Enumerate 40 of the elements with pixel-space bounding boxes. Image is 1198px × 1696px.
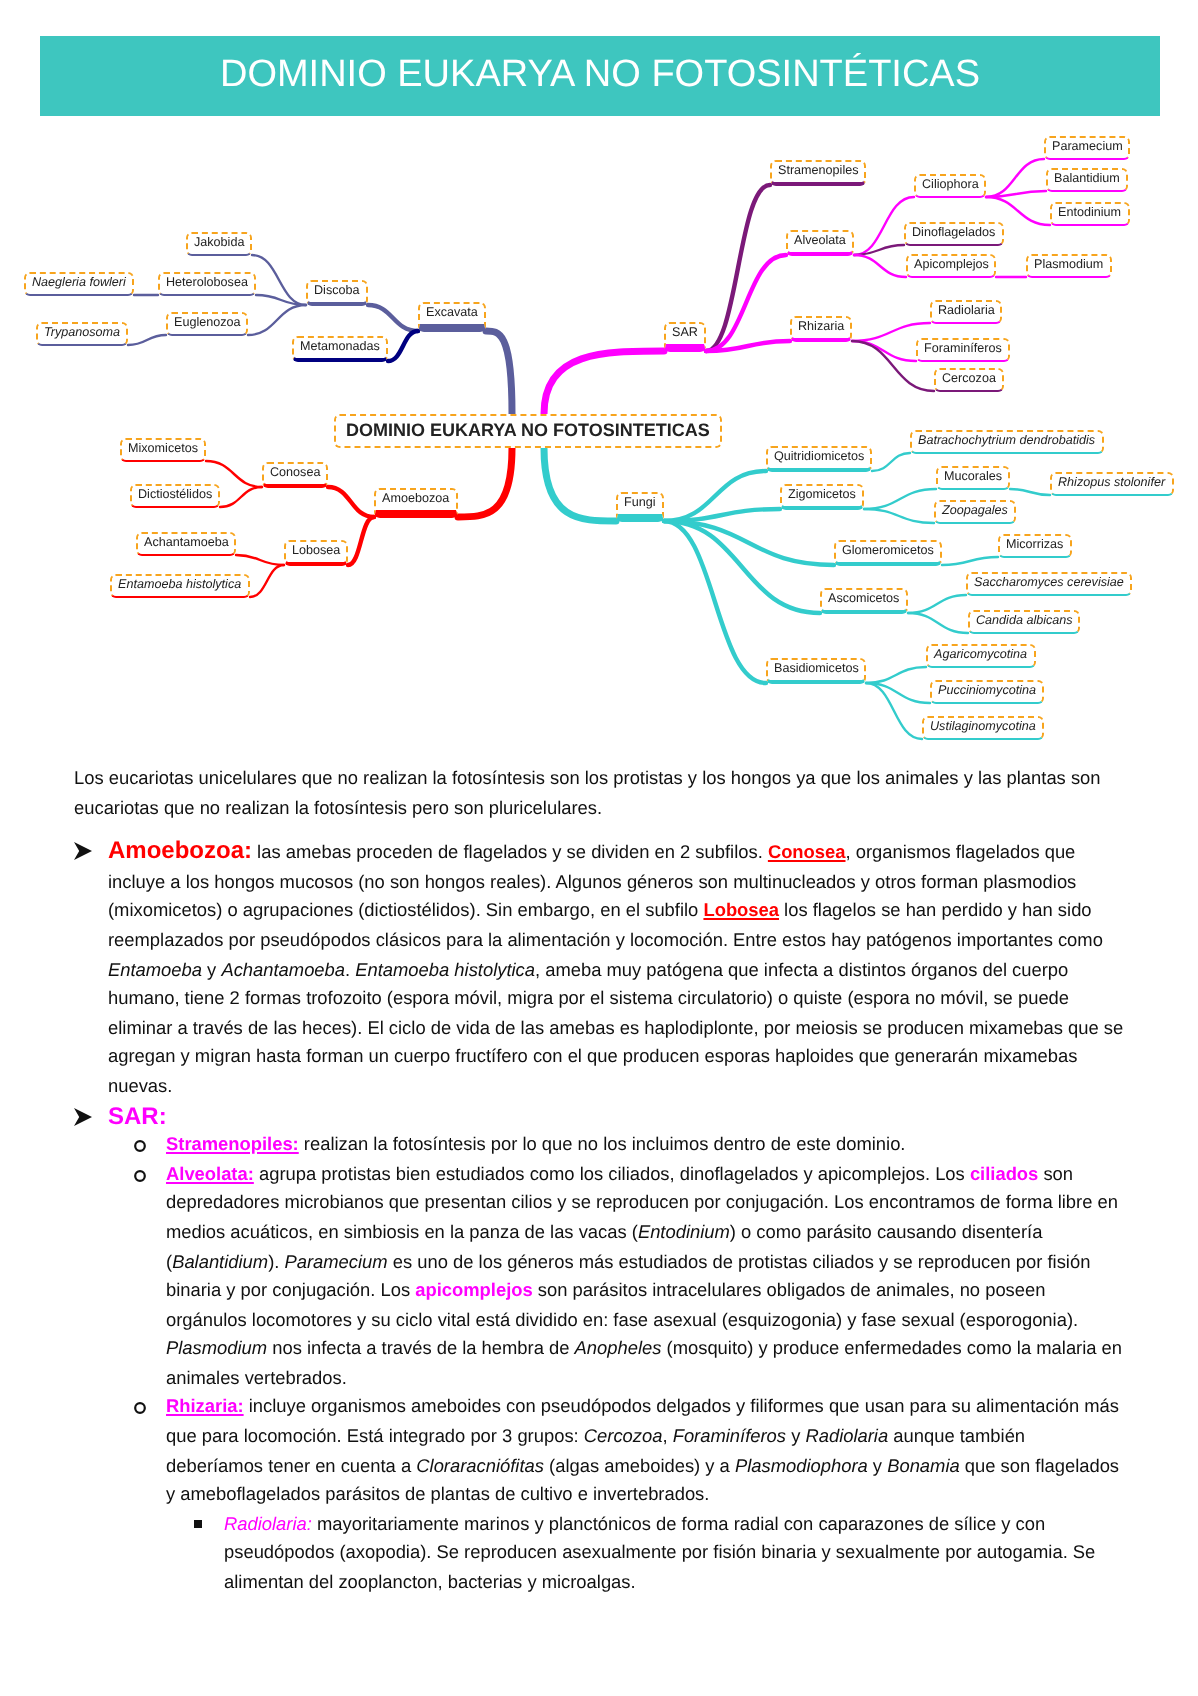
paragraph: Los eucariotas unicelulares que no realizan la fotosíntesis son los protistas y los hongos ya que los animales y las plantas son eucariotas que no realizan la fotosíntesis pero son pluricelulares.	[74, 766, 1103, 822]
branch-line	[250, 253, 308, 307]
branch-line	[325, 484, 377, 520]
branch-line	[248, 563, 286, 599]
branch-line	[454, 444, 516, 521]
branch-line	[852, 195, 916, 257]
branch-line	[540, 444, 620, 525]
list-item-text: Alveolata: agrupa protistas bien estudiados como los ciliados, dinoflagelados y apicomplejos. Los ciliados son depredadores microbianos que presentan cilios y se reproducen por conjugación. Los encontramos de forma libre en medios acuáticos, en simbiosis en la panza de las vacas (Entodinium) o como parásito causando disentería (Balantidium). Paramecium es uno de los géneros más estudiados de protistas ciliados y se reproducen por fisión binaria y por conjugación. Los apicomplejos son parásitos intracelulares obligados de animales, no poseen orgánulos locomotores y su ciclo vital está dividido en: fase asexual (esquizogonia) y fase sexual (esporogonia). Plasmodium nos infecta a través de la hembra de Anopheles (mosquito) y produce enfermedades como la malaria en animales vertebrados.	[166, 1161, 1124, 1392]
branch-line	[984, 157, 1046, 199]
branch-line	[246, 303, 308, 337]
branch-line	[661, 518, 769, 686]
section-heading: SAR:	[108, 1101, 169, 1131]
branch-line	[385, 328, 421, 364]
branch-line	[218, 485, 264, 509]
branch-line	[345, 514, 377, 568]
branch-line	[984, 195, 1052, 227]
branch-line	[703, 252, 789, 354]
branch-line	[864, 665, 928, 685]
list-item-text: Radiolaria: mayoritariamente marinos y planctónicos de forma radial con caparazones de sílice y con pseudópodos (axopodia). Se reproducen asexualmente por fisión binaria y sexualmente por autogamia. Se alimentan del zooplancton, bacterias y microalgas.	[224, 1511, 1098, 1597]
branch-line	[940, 555, 1000, 567]
branch-line	[864, 681, 924, 741]
branch-line	[482, 327, 516, 418]
central-topic-box: DOMINIO EUKARYA NO FOTOSINTETICAS	[334, 413, 722, 447]
branch-line	[906, 593, 968, 615]
branch-line	[906, 611, 970, 635]
branch-line	[850, 339, 936, 393]
branch-line	[703, 338, 793, 354]
branch-line	[870, 451, 912, 473]
branch-line	[862, 507, 936, 525]
branch-line	[234, 553, 286, 567]
branch-line	[540, 347, 668, 418]
list-item-text: Amoebozoa: las amebas proceden de flagelados y se dividen en 2 subfilos. Conosea, organismos flagelados que incluye a los hongos mucosos (no son hongos reales). Algunos géneros son multinucleados y otros forman plasmodios (mixomicetos) o agrupaciones (dictiostélidos). Sin embargo, en el subfilo Lobosea los flagelos se han perdido y han sido reemplazados por pseudópodos clásicos para la alimentación y locomoción. Entre estos hay patógenos importantes como Entamoeba y Achantamoeba. Entamoeba histolytica, ameba muy patógena que infecta a distintos órganos del cuerpo humano, tiene 2 formas trofozoito (espora móvil, migra por el sistema circulatorio) o quiste (espora no móvil, se puede eliminar a través de las heces). El ciclo de vida de las amebas es haplodiplonte, por meiosis se producen mixamebas que se agregan y migran hasta forman un cuerpo fructífero con el que producen esporas haploides que generarán mixamebas nuevas.	[108, 836, 1124, 1100]
branch-line	[132, 293, 160, 297]
title-banner: DOMINIO EUKARYA NO FOTOSINTÉTICAS	[40, 36, 1160, 116]
branch-line	[994, 275, 1028, 279]
list-item-text: Rhizaria: incluye organismos ameboides con pseudópodos delgados y filiformes que usan para su alimentación más que para locomoción. Está integrado por 3 grupos: Cercozoa, Foraminíferos y Radiolaria aunque también deberíamos tener en cuenta a Cloraracniófitas (algas ameboides) y a Plasmodiophora y Bonamia que son flagelados y ameboflagelados parásitos de plantas de cultivo e invertebrados.	[166, 1394, 1122, 1509]
branch-line	[126, 333, 168, 347]
branch-line	[852, 253, 908, 279]
branch-line	[1008, 487, 1052, 497]
list-item-text: Stramenopiles: realizan la fotosíntesis por lo que no los incluimos dentro de este dominio.	[166, 1132, 908, 1159]
